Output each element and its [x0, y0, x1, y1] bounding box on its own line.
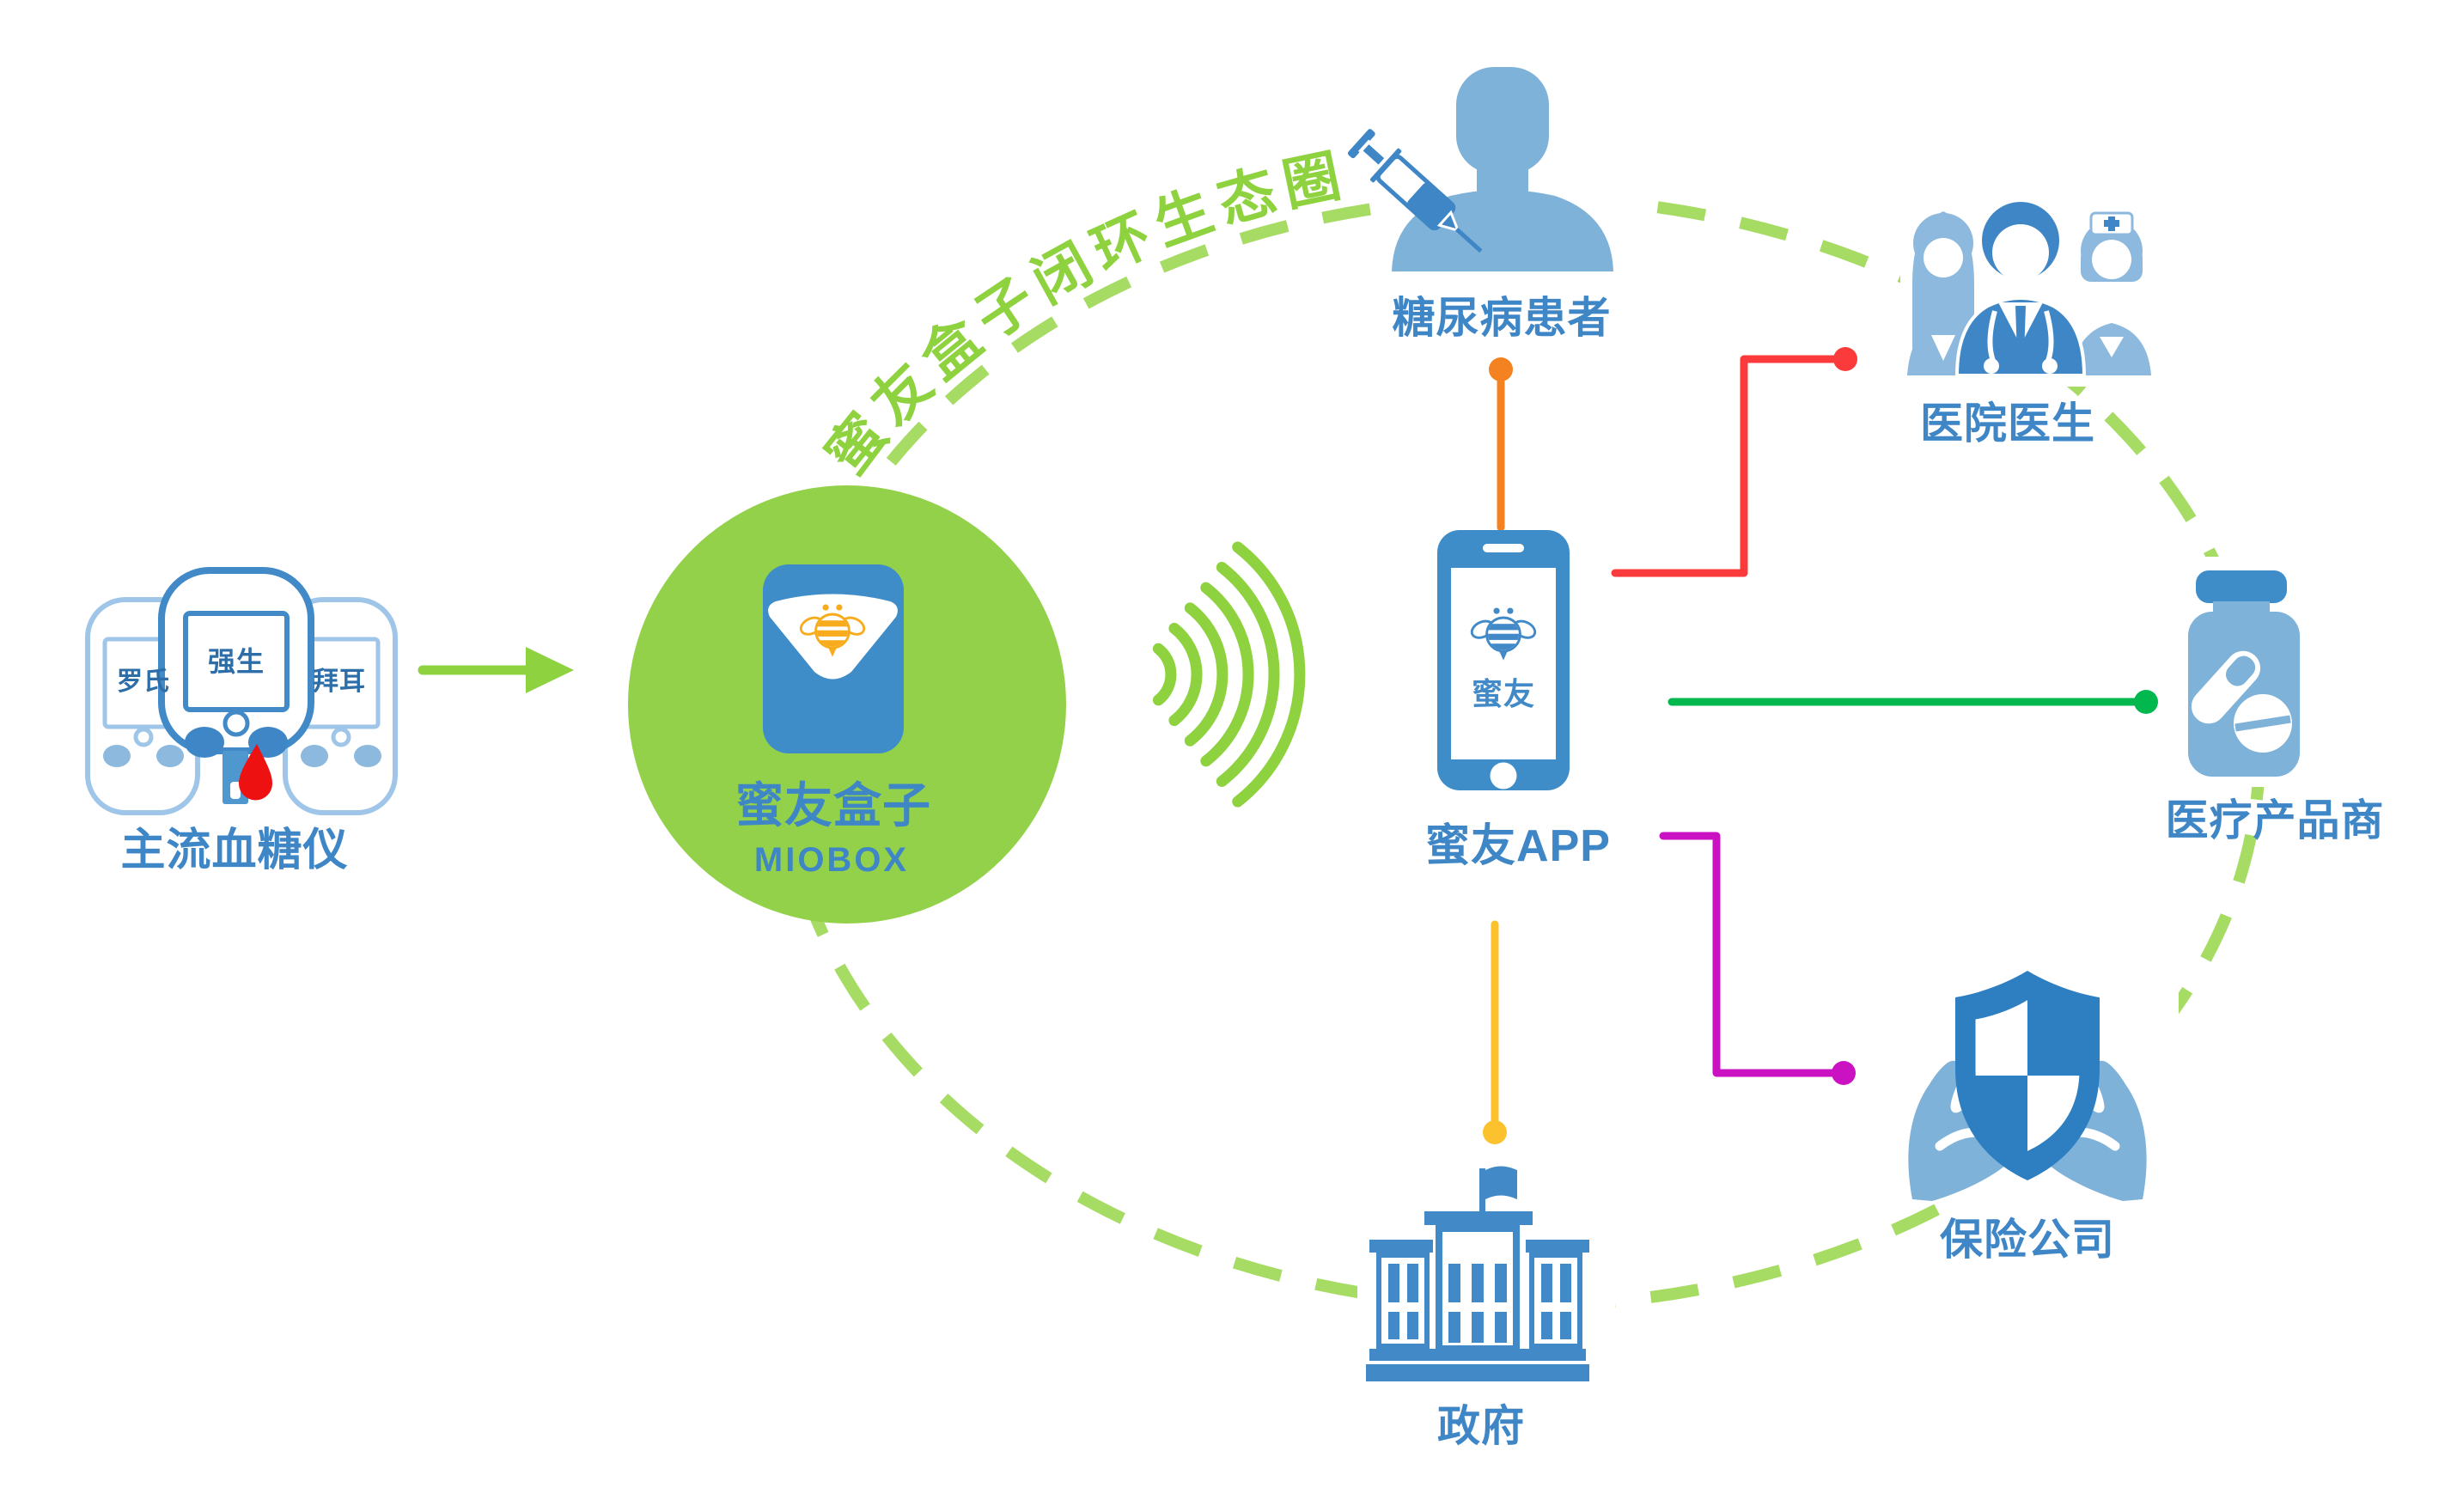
link-patient	[1489, 357, 1513, 532]
label-patient: 糖尿病患者	[1392, 294, 1612, 342]
meter-brand-bayer: 拜耳	[313, 668, 366, 696]
link-government	[1483, 920, 1507, 1144]
government-icon	[1366, 1166, 1589, 1381]
link-doctors	[1611, 347, 1857, 577]
link-supplier	[1667, 690, 2158, 714]
doctors-icon	[1907, 198, 2151, 377]
doctor-female	[1907, 211, 1979, 375]
phone-icon	[1437, 530, 1570, 790]
label-insurer: 保险公司	[1940, 1216, 2115, 1264]
glucose-meter-main	[158, 567, 314, 804]
label-app: 蜜友APP	[1425, 821, 1611, 871]
syringe-icon	[1344, 125, 1483, 253]
doctor-male	[1954, 198, 2087, 377]
miobox-node	[628, 485, 1066, 924]
arrow-right-icon	[418, 647, 574, 693]
label-doctors: 医院医生	[1920, 399, 2095, 448]
patient-icon	[1344, 67, 1613, 271]
label-supplier: 医疗产品商	[2165, 796, 2385, 844]
insurance-icon	[1908, 971, 2146, 1201]
meter-brand-jnj: 强生	[207, 646, 265, 677]
link-insurer	[1659, 832, 1856, 1085]
miobox-device-icon	[763, 564, 904, 753]
capsule-icon	[2191, 650, 2261, 724]
glucose-meters-icon	[85, 567, 398, 815]
label-glucose-meters: 主流血糖仪	[120, 826, 349, 875]
pill-bottle-icon	[2188, 570, 2300, 777]
label-miobox-sub: MIOBOX	[753, 841, 910, 879]
meter-brand-roche: 罗氏	[117, 668, 170, 696]
label-miobox: 蜜友盒子	[735, 778, 931, 832]
label-government: 政府	[1437, 1402, 1525, 1450]
blood-drop-icon	[239, 744, 272, 801]
arc-title: 蜜友盒子闭环生态圈	[814, 142, 1354, 486]
phone-screen-text: 蜜友	[1471, 676, 1536, 711]
wireless-signal-icon	[1152, 541, 1306, 808]
nurse	[2072, 211, 2151, 375]
